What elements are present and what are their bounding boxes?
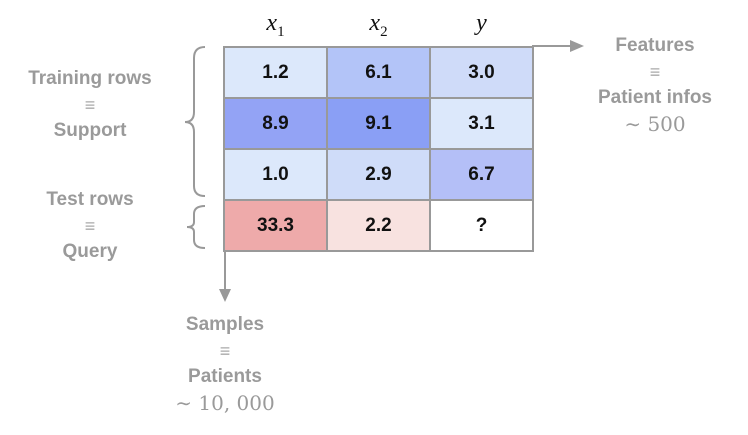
- table-cell: 9.1: [327, 98, 430, 149]
- table-cell: 6.1: [327, 47, 430, 98]
- training-brace: [184, 46, 206, 197]
- table-cell: 3.1: [430, 98, 533, 149]
- samples-label: Samples≡Patients∼ 10, 000: [175, 314, 275, 415]
- column-header-x1: x1: [266, 10, 285, 40]
- training-label: Training rows≡Support: [28, 68, 152, 141]
- table-cell: 33.3: [224, 200, 327, 251]
- test-label: Test rows≡Query: [46, 189, 134, 262]
- features-label: Features≡Patient infos∼ 500: [597, 35, 712, 136]
- column-header-y: y: [476, 10, 487, 36]
- table-cell: 1.0: [224, 149, 327, 200]
- table-cell: 6.7: [430, 149, 533, 200]
- test-brace: [186, 205, 206, 249]
- table-cell: 2.9: [327, 149, 430, 200]
- table-cell: 8.9: [224, 98, 327, 149]
- table-cell: 2.2: [327, 200, 430, 251]
- column-header-x2: x2: [369, 10, 388, 40]
- table-cell: ?: [430, 200, 533, 251]
- table-cell: 3.0: [430, 47, 533, 98]
- table-cell: 1.2: [224, 47, 327, 98]
